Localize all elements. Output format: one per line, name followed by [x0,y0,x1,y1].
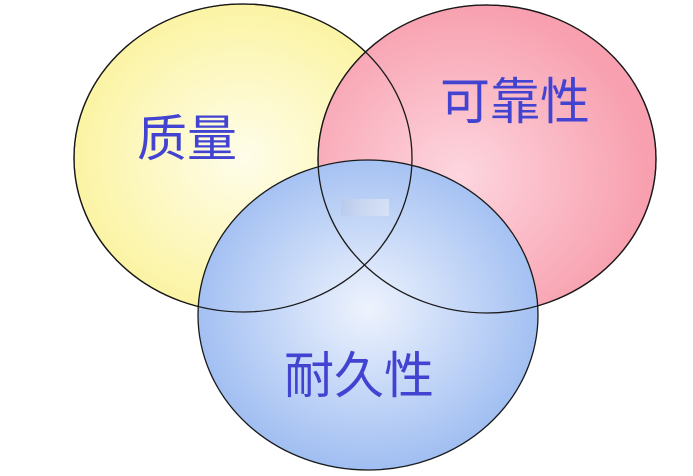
circle-reliability-outline [317,4,657,314]
circle-durability [197,159,539,471]
center-artifact [341,199,389,216]
label-reliability: 可靠性 [440,73,590,131]
circle-quality-outline [73,3,413,313]
label-quality: 质量 [137,110,237,168]
label-durability: 耐久性 [284,347,434,405]
